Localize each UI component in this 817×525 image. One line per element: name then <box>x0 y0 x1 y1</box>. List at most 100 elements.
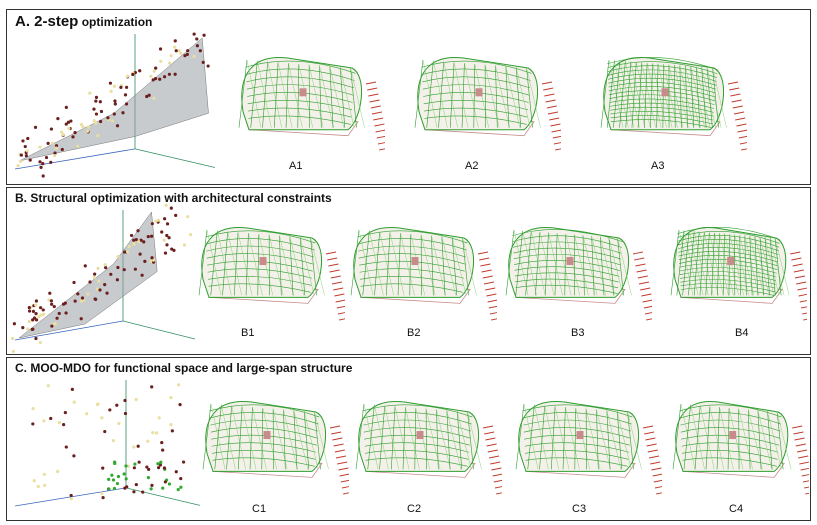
shell-render-b2 <box>350 227 497 321</box>
scatter-point <box>80 296 85 300</box>
annotation-line <box>800 306 807 309</box>
scatter-point <box>154 219 158 223</box>
annotation-line <box>365 81 377 85</box>
mesh-line <box>747 409 751 470</box>
annotation-line <box>805 492 809 495</box>
mesh-line <box>446 410 451 470</box>
mesh-diagonal <box>329 66 345 128</box>
mesh-line <box>449 62 455 128</box>
scatter-point <box>57 420 61 425</box>
scatter-point <box>28 158 32 162</box>
mesh-line <box>202 403 212 470</box>
mesh-line <box>245 60 356 74</box>
mesh-line <box>680 427 780 439</box>
scatter-plot-a <box>14 32 216 178</box>
annotation-line <box>492 473 502 477</box>
mesh-line <box>679 267 777 278</box>
mesh-line <box>769 237 776 296</box>
mesh-line <box>680 275 776 285</box>
mesh-diagonal <box>565 407 580 470</box>
scatter-point <box>146 439 150 443</box>
mesh-line <box>674 65 676 128</box>
mesh-diagonal <box>690 66 705 128</box>
scatter-point <box>32 316 37 320</box>
mesh-line <box>462 237 469 296</box>
mesh-line <box>436 409 439 470</box>
mesh-line <box>424 107 528 118</box>
mesh-line <box>705 406 711 470</box>
mesh-line <box>677 227 780 241</box>
annotation-line <box>800 467 809 471</box>
mesh-diagonal <box>515 67 531 128</box>
scatter-point <box>16 164 20 168</box>
scatter-point <box>85 129 90 133</box>
scatter-point <box>123 93 128 97</box>
mesh-line <box>245 233 249 296</box>
scatter-point <box>165 222 170 226</box>
mesh-line <box>727 407 730 470</box>
axis-line <box>125 487 201 506</box>
scatter-point <box>109 272 113 276</box>
scatter-point <box>54 144 59 148</box>
mesh-line <box>767 411 773 470</box>
mesh-diagonal <box>695 66 711 128</box>
label-b2: B2 <box>407 327 421 339</box>
axis-line <box>14 148 136 170</box>
scatter-point <box>178 403 182 407</box>
mesh-line <box>670 229 680 296</box>
annotation-line <box>491 467 502 471</box>
mesh-line <box>355 403 365 470</box>
scatter-point <box>64 105 68 110</box>
scatter-point <box>163 480 167 484</box>
axis-line <box>14 320 124 341</box>
scatter-point <box>116 254 120 259</box>
scatter-point <box>147 93 151 97</box>
mesh-line <box>289 236 294 296</box>
scatter-point <box>145 465 149 469</box>
mesh-line <box>722 233 725 296</box>
mesh-line <box>525 449 629 460</box>
mesh-line <box>359 260 465 272</box>
mesh-diagonal <box>310 237 325 296</box>
scatter-point <box>38 340 43 345</box>
scatter-point <box>33 125 38 129</box>
scatter-point <box>169 396 173 400</box>
scatter-point <box>149 74 153 78</box>
mesh-line <box>677 231 780 244</box>
scatter-point <box>53 151 57 155</box>
mesh-line <box>421 60 532 74</box>
annotation-line <box>332 437 343 441</box>
mesh-diagonal <box>729 234 744 296</box>
scatter-point <box>179 476 183 481</box>
scatter-content <box>10 204 196 354</box>
mesh-line <box>680 279 776 289</box>
mesh-line <box>297 63 300 128</box>
scatter-point <box>132 242 136 246</box>
mesh-diagonal <box>441 236 457 296</box>
mesh-diagonal <box>748 409 763 470</box>
annotation-line <box>730 93 741 97</box>
annotation-line <box>637 275 648 279</box>
scatter-point <box>179 485 183 489</box>
mesh-diagonal <box>464 63 479 128</box>
scatter-point <box>67 126 71 130</box>
scatter-point <box>41 308 45 312</box>
scatter-point <box>198 49 202 53</box>
mesh-line <box>705 232 710 296</box>
mesh-line <box>522 404 633 418</box>
scatter-point <box>26 327 30 331</box>
scatter-point <box>122 268 126 272</box>
mesh-line <box>608 73 717 86</box>
annotation-line <box>486 443 497 447</box>
mesh-diagonal <box>606 410 622 470</box>
mesh-diagonal <box>544 405 559 470</box>
annotation-line <box>329 269 340 273</box>
annotation-line <box>642 425 654 429</box>
scatter-point <box>56 117 60 121</box>
annotation-line <box>541 81 553 85</box>
mesh-line <box>422 84 530 96</box>
mesh-diagonal <box>714 232 729 296</box>
mesh-diagonal <box>217 230 232 296</box>
scatter-point <box>69 497 74 501</box>
mesh-diagonal <box>625 61 640 128</box>
